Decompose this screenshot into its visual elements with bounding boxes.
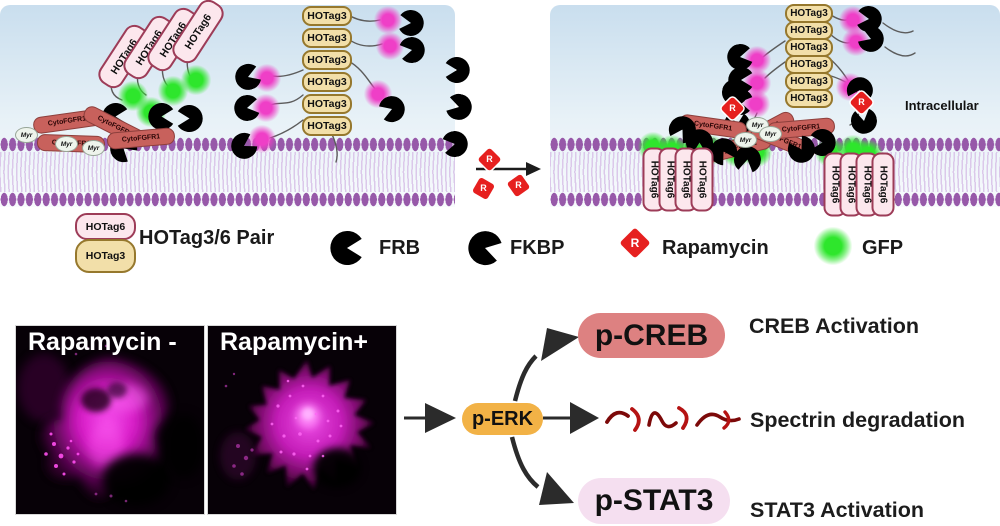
ligand-blob xyxy=(252,94,280,122)
hotag3-tag: HOTag3 xyxy=(302,28,352,48)
frb-icon xyxy=(732,144,763,175)
p-erk-node: p-ERK xyxy=(462,403,543,435)
gfp-legend-icon xyxy=(814,227,852,265)
ligand-blob xyxy=(253,64,281,92)
hotag3-tag: HOTag3 xyxy=(302,116,352,136)
legend-pair-label: HOTag3/6 Pair xyxy=(139,227,275,249)
stat3-activation-caption: STAT3 Activation xyxy=(750,498,925,522)
rapamycin-icon: R xyxy=(720,96,745,121)
rapamycin-icon: R xyxy=(471,176,496,201)
ligand-blob xyxy=(374,6,402,34)
fkbp-icon xyxy=(440,129,470,159)
hotag3-tag: HOTag3 xyxy=(785,89,833,108)
micrograph-rapamycin-minus: Rapamycin - xyxy=(15,325,205,515)
rapamycin-plus-label: Rapamycin+ xyxy=(220,328,368,356)
fluorescence-cell-image xyxy=(208,326,396,514)
myr-anchor: Myr xyxy=(15,127,38,143)
membrane-tail-row xyxy=(0,172,455,192)
frb-icon xyxy=(176,105,203,132)
myr-anchor: Myr xyxy=(82,140,105,156)
intracellular-label: Intracellular xyxy=(905,98,979,113)
micrograph-rapamycin-plus: Rapamycin+ xyxy=(207,325,397,515)
legend-frb-label: FRB xyxy=(379,237,421,259)
legend-hotag3-box: HOTag3 xyxy=(75,239,136,273)
fkbp-icon xyxy=(444,57,470,83)
membrane-head-row xyxy=(0,192,455,207)
hotag3-tag: HOTag3 xyxy=(302,6,352,26)
ligand-blob xyxy=(376,32,404,60)
frb-legend-icon xyxy=(330,231,364,265)
rapamycin-icon: R xyxy=(506,173,531,198)
hotag3-tag: HOTag3 xyxy=(302,50,352,70)
legend-rapamycin-label: Rapamycin xyxy=(662,237,769,259)
fluorescence-cell-image xyxy=(16,326,204,514)
hotag3-tag: HOTag3 xyxy=(302,94,352,114)
rapamycin-legend-icon: R xyxy=(619,227,651,259)
myr-anchor: Myr xyxy=(734,132,757,148)
fkbp-icon xyxy=(397,9,425,37)
myr-anchor: Myr xyxy=(759,126,782,142)
legend-fkbp-label: FKBP xyxy=(510,237,565,259)
signaling-arrows xyxy=(404,328,741,505)
fkbp-legend-icon xyxy=(464,227,506,269)
p-creb-node: p-CREB xyxy=(578,313,725,358)
rapamycin-icon: R xyxy=(477,147,502,172)
spectrin-degradation-caption: Spectrin degradation xyxy=(750,408,966,432)
fkbp-icon xyxy=(397,35,427,65)
myr-anchor: Myr xyxy=(55,136,78,152)
rapamycin-minus-label: Rapamycin - xyxy=(28,328,177,356)
fkbp-icon xyxy=(232,93,262,123)
hotag3-tag: HOTag3 xyxy=(302,72,352,92)
hotag6-tag: HOTag6 xyxy=(690,147,714,212)
rapamycin-icon: R xyxy=(849,90,874,115)
p-stat3-node: p-STAT3 xyxy=(578,478,730,524)
legend-hotag6-box: HOTag6 xyxy=(75,213,136,240)
hotag6-tag: HOTag6 xyxy=(871,152,895,217)
legend-gfp-label: GFP xyxy=(862,237,904,259)
creb-activation-caption: CREB Activation xyxy=(749,314,920,338)
gfp-blob xyxy=(181,65,211,95)
frb-icon xyxy=(148,103,175,130)
rapamycin-addition-arrow xyxy=(476,162,541,176)
